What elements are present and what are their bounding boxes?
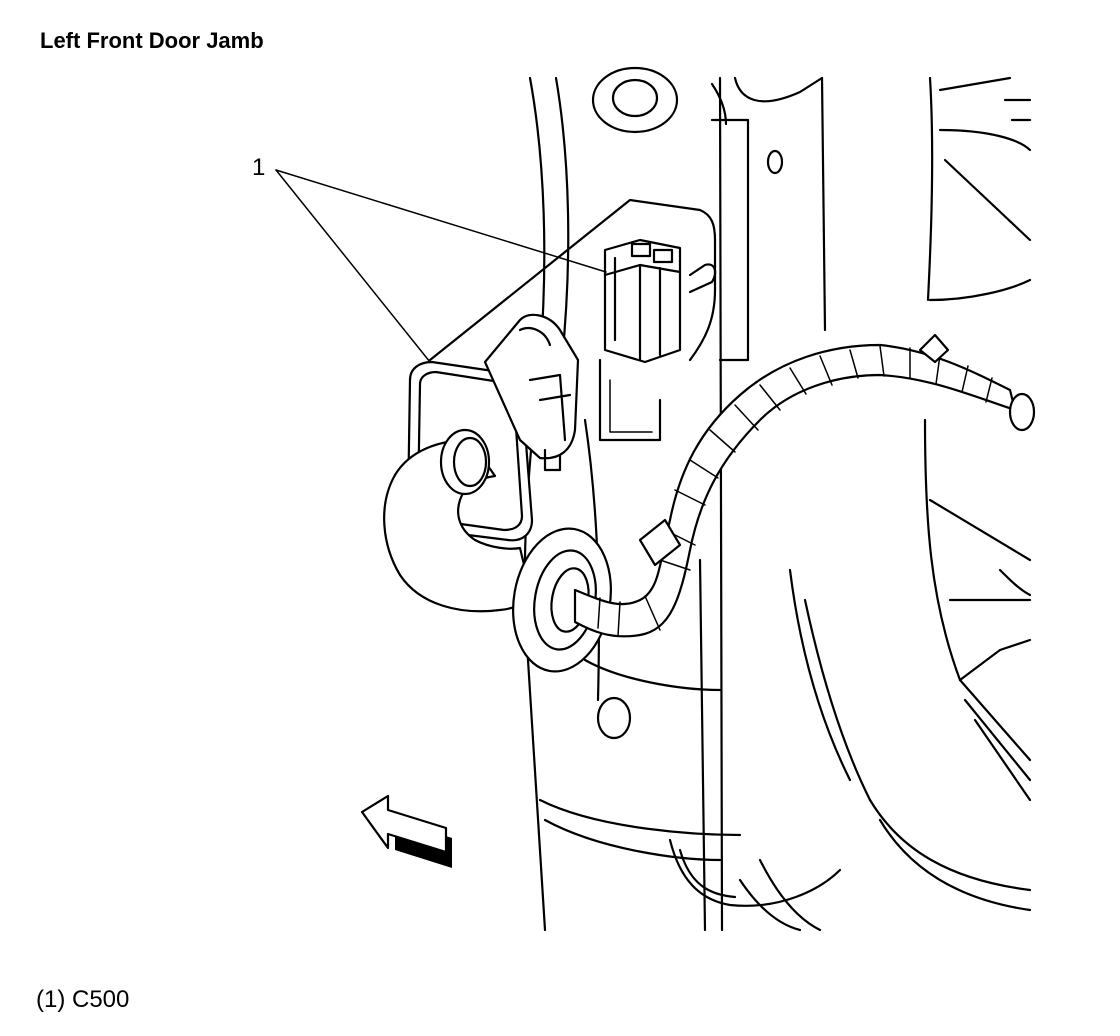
wiring-harness xyxy=(573,333,1036,638)
door-pillar-panel xyxy=(523,76,1032,932)
front-direction-arrow-icon xyxy=(360,794,452,868)
panel-holes xyxy=(591,66,784,740)
legend-item-c500: (1) C500 xyxy=(36,986,130,1013)
c500-connector-mounted xyxy=(603,238,717,364)
callout-leaders xyxy=(275,169,607,363)
harness-loop-tube xyxy=(383,428,532,613)
page-title: Left Front Door Jamb xyxy=(40,28,264,53)
callout-1-label: 1 xyxy=(252,154,265,181)
connector-bracket xyxy=(428,198,717,421)
